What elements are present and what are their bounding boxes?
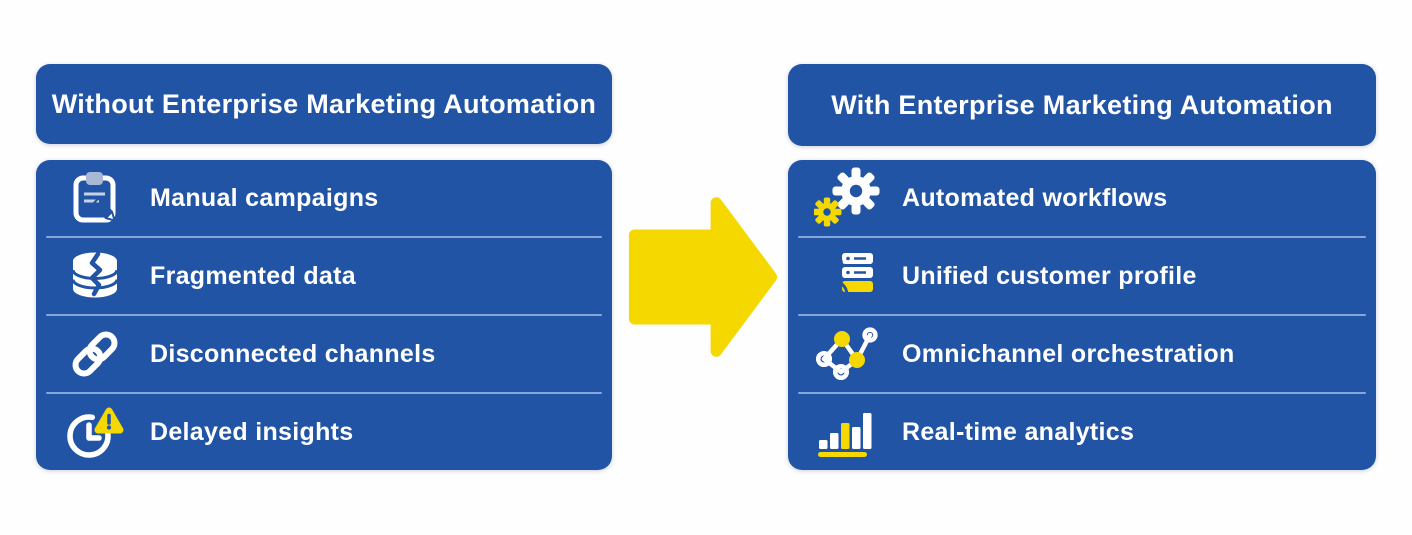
clock-warning-icon bbox=[62, 401, 128, 463]
list-item: Unified customer profile bbox=[788, 238, 1376, 314]
list-item-label: Fragmented data bbox=[150, 261, 356, 290]
list-item: Fragmented data bbox=[36, 238, 612, 314]
list-item: Disconnected channels bbox=[36, 316, 612, 392]
chain-link-icon bbox=[62, 323, 128, 385]
clipboard-pencil-icon bbox=[62, 167, 128, 229]
divider bbox=[46, 392, 602, 394]
list-item: Omnichannel orchestration bbox=[788, 316, 1376, 392]
cracked-database-icon bbox=[62, 245, 128, 307]
list-item-label: Unified customer profile bbox=[902, 261, 1197, 290]
left-panel-list: Manual campaigns Fragmented data bbox=[36, 160, 612, 470]
list-item: Automated workflows bbox=[788, 160, 1376, 236]
left-panel-header: Without Enterprise Marketing Automation bbox=[36, 64, 612, 144]
divider bbox=[46, 314, 602, 316]
divider bbox=[798, 236, 1366, 238]
list-item: Delayed insights bbox=[36, 394, 612, 470]
divider bbox=[798, 392, 1366, 394]
customer-profile-icon bbox=[814, 245, 880, 307]
list-item: Real-time analytics bbox=[788, 394, 1376, 470]
network-nodes-icon bbox=[814, 323, 880, 385]
right-arrow-icon bbox=[627, 192, 779, 362]
right-panel-list: Automated workflows Unified customer pro… bbox=[788, 160, 1376, 470]
right-panel-title: With Enterprise Marketing Automation bbox=[831, 89, 1333, 120]
list-item: Manual campaigns bbox=[36, 160, 612, 236]
list-item-label: Disconnected channels bbox=[150, 339, 436, 368]
list-item-label: Real-time analytics bbox=[902, 417, 1135, 446]
list-item-label: Delayed insights bbox=[150, 417, 354, 446]
divider bbox=[46, 236, 602, 238]
list-item-label: Manual campaigns bbox=[150, 183, 379, 212]
list-item-label: Automated workflows bbox=[902, 183, 1168, 212]
divider bbox=[798, 314, 1366, 316]
right-panel-header: With Enterprise Marketing Automation bbox=[788, 64, 1376, 146]
list-item-label: Omnichannel orchestration bbox=[902, 339, 1235, 368]
left-panel-title: Without Enterprise Marketing Automation bbox=[51, 88, 597, 119]
gears-icon bbox=[814, 167, 880, 229]
bar-chart-icon bbox=[814, 401, 880, 463]
